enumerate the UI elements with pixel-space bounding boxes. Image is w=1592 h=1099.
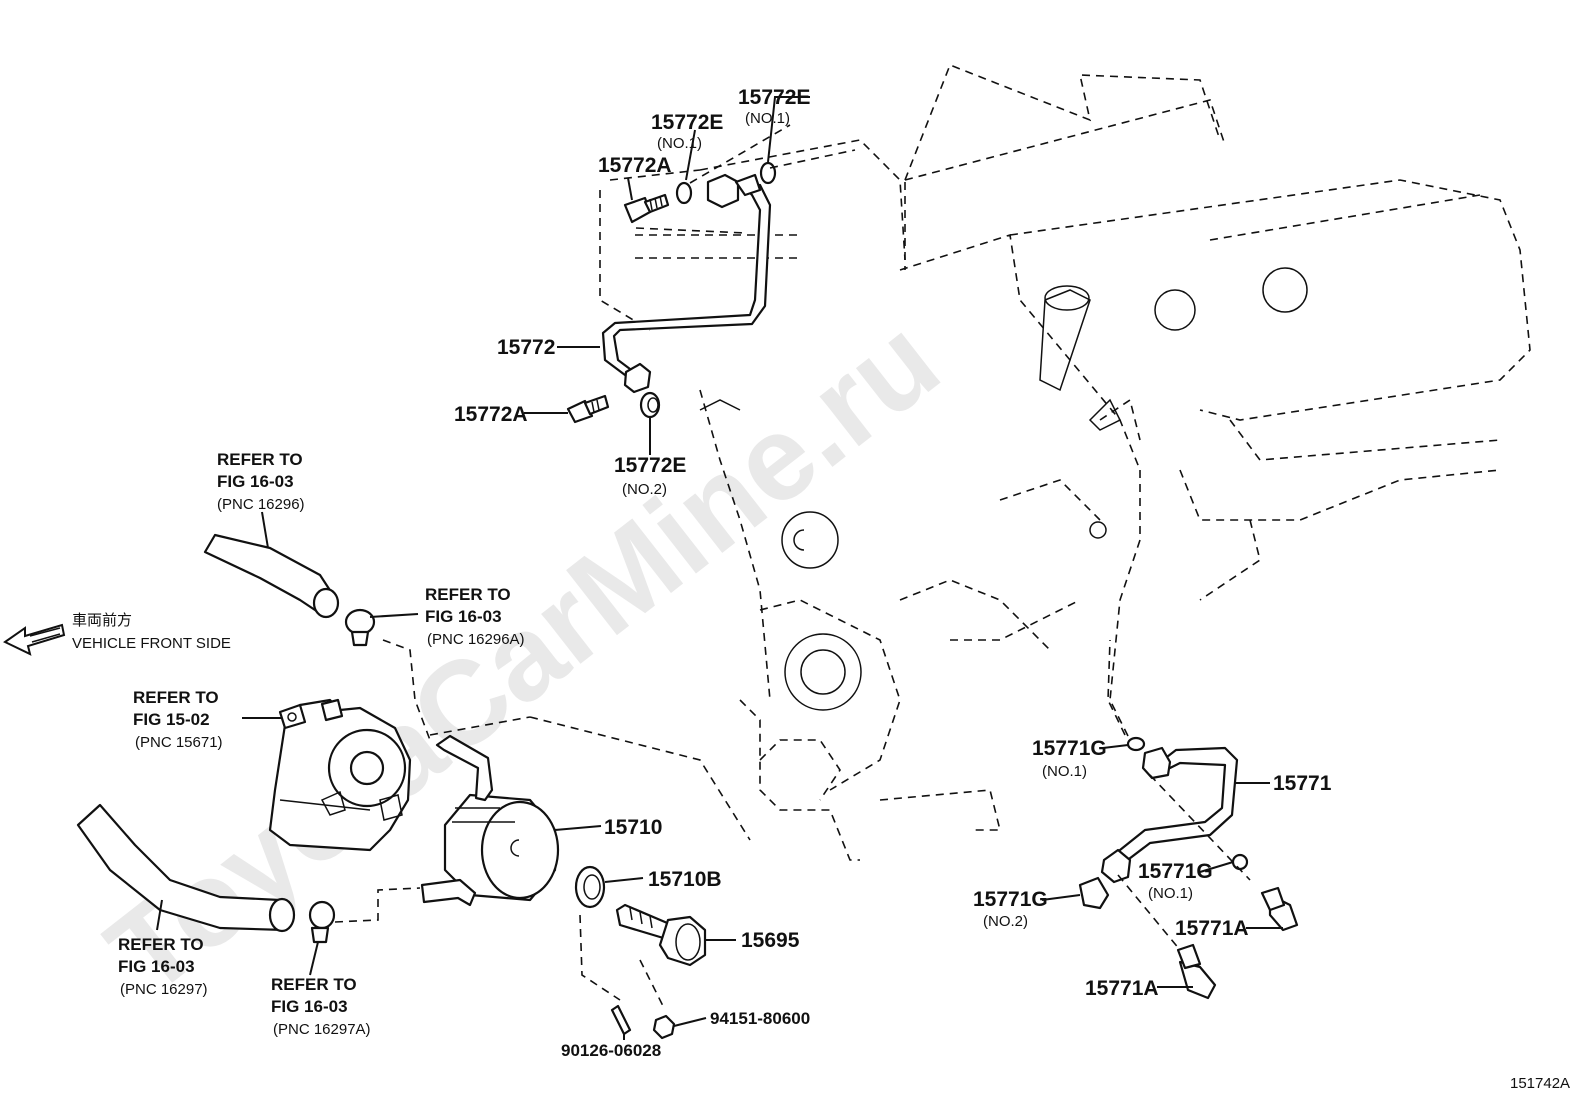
- oil-pipe-15772-assembly: [566, 124, 856, 424]
- oil-pipe-15771-assembly: [1078, 639, 1299, 1000]
- front-direction-arrow: [3, 623, 66, 656]
- gasket-15771G-mid: [1231, 853, 1249, 871]
- label-94151-80600: 94151-80600: [710, 1009, 810, 1028]
- leader-lines: [156, 96, 1283, 1040]
- label-15772: 15772: [497, 336, 555, 359]
- direction-japanese: 車両前方: [72, 611, 132, 629]
- ref-clamp-upper-line2: FIG 16-03: [425, 607, 502, 626]
- union-bolt-15772A-low: [566, 394, 610, 424]
- gasket-15771G-top: [1126, 736, 1146, 752]
- note-15771G-low: (NO.2): [983, 913, 1028, 930]
- direction-english: VEHICLE FRONT SIDE: [72, 635, 231, 652]
- reference-labels: REFER TO FIG 16-03 (PNC 16296) REFER TO …: [118, 450, 525, 1038]
- lower-clamp: [308, 900, 336, 944]
- ref-hose-lower-line2: FIG 16-03: [118, 957, 195, 976]
- ref-clamp-lower-line2: FIG 16-03: [271, 997, 348, 1016]
- ref-clamp-upper-line3: (PNC 16296A): [427, 631, 525, 648]
- label-90126-06028: 90126-06028: [561, 1041, 661, 1060]
- label-15772E-low: 15772E: [614, 454, 686, 477]
- label-15771: 15771: [1273, 772, 1332, 795]
- note-15772E-low: (NO.2): [622, 481, 667, 498]
- ref-housing-line1: REFER TO: [133, 688, 219, 707]
- ref-hose-lower-line3: (PNC 16297): [120, 981, 208, 998]
- ref-clamp-lower-line1: REFER TO: [271, 975, 357, 994]
- oil-cooler-housing: [268, 698, 412, 852]
- ref-hose-upper-line1: REFER TO: [217, 450, 303, 469]
- oil-cooler-15710: [420, 734, 560, 907]
- gasket-15772E-top-a: [675, 181, 693, 205]
- label-15710: 15710: [604, 816, 662, 839]
- ref-housing-line3: (PNC 15671): [135, 734, 223, 751]
- note-15771G-top: (NO.1): [1042, 763, 1087, 780]
- label-15772A-top: 15772A: [598, 154, 672, 177]
- ref-clamp-upper-line1: REFER TO: [425, 585, 511, 604]
- ref-clamp-lower-line3: (PNC 16297A): [273, 1021, 371, 1038]
- label-15771G-top: 15771G: [1032, 737, 1107, 760]
- upper-hose: [203, 533, 340, 619]
- engine-outline: [429, 63, 1531, 861]
- stud-90126-06028: [610, 1004, 632, 1036]
- ref-hose-upper-line2: FIG 16-03: [217, 472, 294, 491]
- note-15772E-mid: (NO.1): [657, 135, 702, 152]
- union-bolt-15772A-top: [623, 193, 670, 224]
- upper-clamp: [344, 608, 376, 647]
- union-bolt-15771A-mid: [1260, 886, 1299, 932]
- part-labels: 15772E (NO.1) 15772E (NO.1) 15772A 15772…: [454, 86, 1332, 1060]
- label-15771A-low: 15771A: [1085, 977, 1159, 1000]
- label-15772E-top: 15772E: [738, 86, 810, 109]
- direction-labels: 車両前方 VEHICLE FRONT SIDE: [72, 611, 231, 652]
- label-15710B: 15710B: [648, 868, 722, 891]
- note-15772E-top: (NO.1): [745, 110, 790, 127]
- ref-hose-lower-line1: REFER TO: [118, 935, 204, 954]
- diagram-id: 151742A: [1510, 1075, 1570, 1092]
- label-15771A-mid: 15771A: [1175, 917, 1249, 940]
- label-15771G-mid: 15771G: [1138, 860, 1213, 883]
- label-15695: 15695: [741, 929, 800, 952]
- pipe-union-top: [706, 173, 740, 209]
- oil-pipe-15771: [1109, 746, 1239, 870]
- gasket-15771G-low: [1078, 876, 1110, 910]
- gasket-15772E-low: [639, 391, 661, 419]
- note-15771G-mid: (NO.1): [1148, 885, 1193, 902]
- ref-hose-upper-line3: (PNC 16296): [217, 496, 305, 513]
- relief-valve-15695: [615, 903, 707, 967]
- label-15771G-low: 15771G: [973, 888, 1048, 911]
- ref-housing-line2: FIG 15-02: [133, 710, 210, 729]
- label-15772A-low: 15772A: [454, 403, 528, 426]
- gasket-15772E-top-b: [759, 161, 777, 185]
- lower-hose: [76, 803, 296, 933]
- union-bolt-15771A-low: [1176, 943, 1217, 1000]
- nut-94151-80600: [652, 1014, 676, 1040]
- label-15772E-mid: 15772E: [651, 111, 723, 134]
